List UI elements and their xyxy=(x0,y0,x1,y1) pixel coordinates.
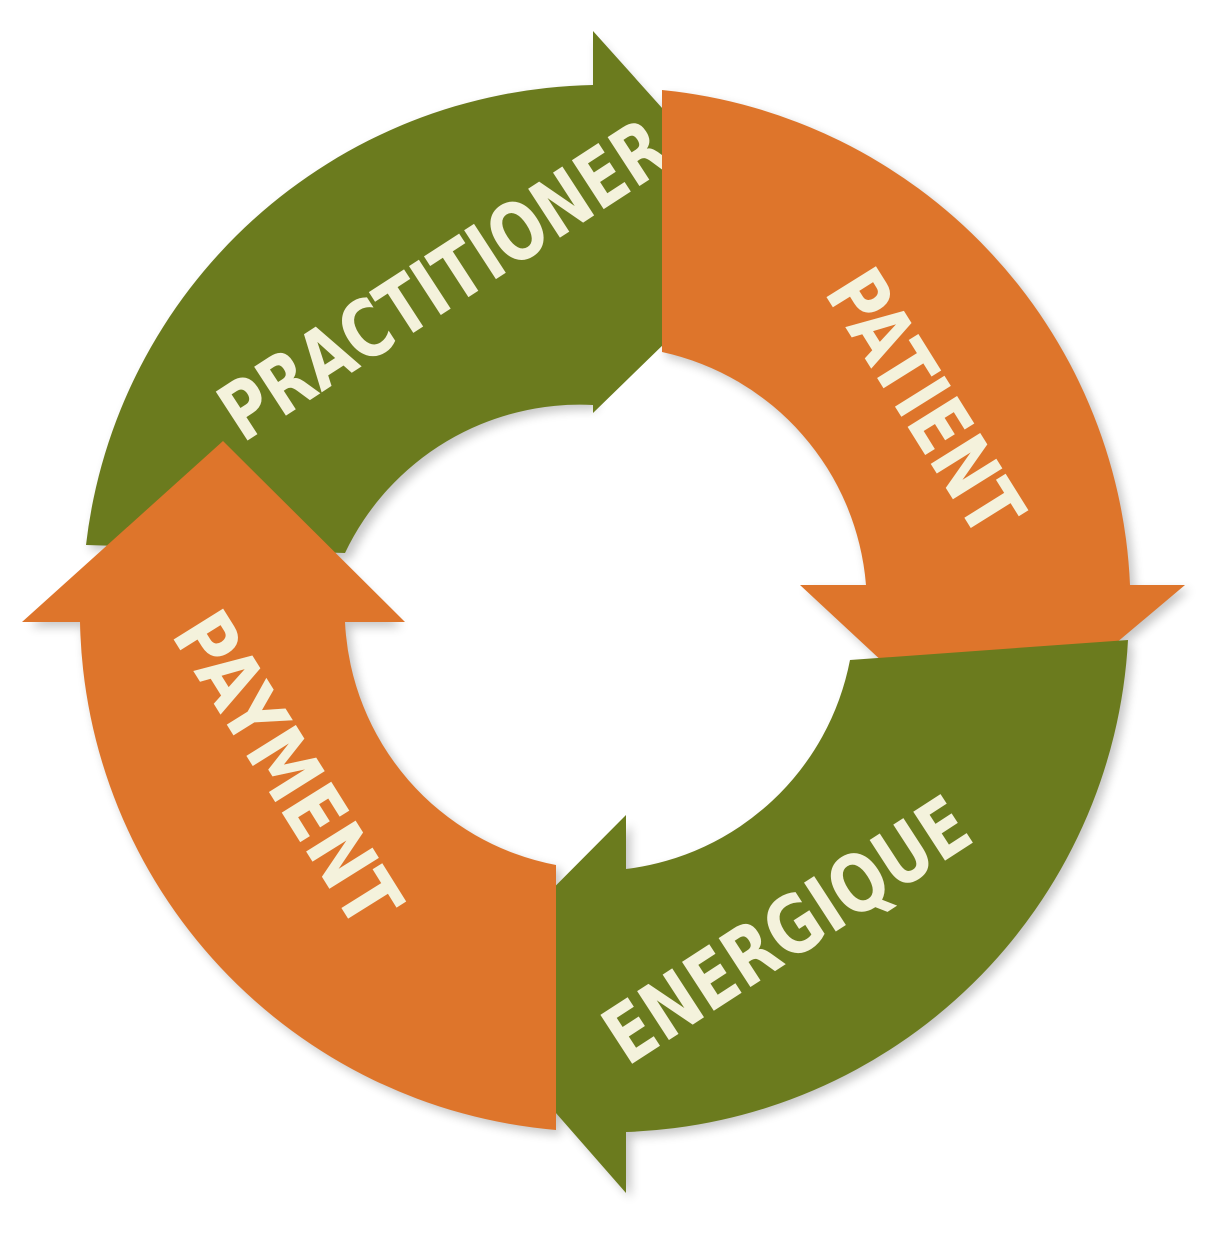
arrow-patient xyxy=(662,90,1185,755)
segment-patient: PATIENT xyxy=(662,90,1185,755)
segment-payment: PAYMENT xyxy=(22,441,556,1130)
arrow-practitioner xyxy=(86,31,776,553)
arrow-payment xyxy=(22,441,556,1130)
arrow-energique xyxy=(450,640,1128,1193)
